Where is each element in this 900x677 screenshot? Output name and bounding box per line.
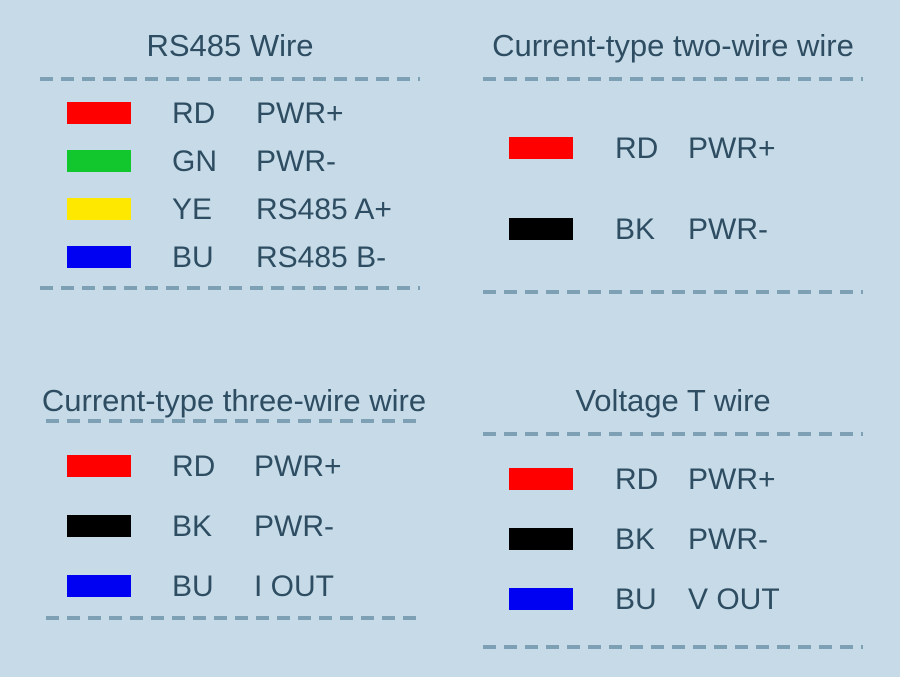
- wire-row: GN PWR-: [30, 137, 430, 185]
- dashed-divider-bottom: [483, 290, 863, 294]
- wire-color-code: RD: [172, 450, 216, 483]
- wire-color-code: BK: [615, 212, 656, 246]
- wire-signal-label: RS485 A+: [256, 193, 392, 226]
- panel-voltage-t-wire: Voltage T wire RD PWR+ BK PWR- BU V OUT: [473, 383, 873, 649]
- dashed-divider-bottom: [483, 645, 863, 649]
- wire-color-swatch: [67, 246, 131, 268]
- wire-color-swatch: [509, 136, 573, 159]
- wire-color-swatch: [67, 102, 131, 124]
- wire-color-swatch: [509, 588, 573, 610]
- wire-row: BU V OUT: [473, 569, 873, 629]
- wire-color-swatch: [67, 198, 131, 220]
- panel-rs485-wire: RS485 Wire RD PWR+ GN PWR- YE RS485 A+ B…: [30, 28, 430, 290]
- dashed-divider-bottom: [46, 616, 422, 620]
- wire-row: RD PWR+: [473, 107, 873, 188]
- wire-rows: RD PWR+ GN PWR- YE RS485 A+ BU RS485 B-: [30, 89, 430, 281]
- wire-row: BU RS485 B-: [30, 233, 430, 281]
- wire-color-code: YE: [172, 193, 213, 226]
- wire-color-code: RD: [615, 463, 659, 496]
- wire-color-swatch: [509, 217, 573, 240]
- wire-color-swatch: [509, 528, 573, 550]
- panel-current-three-wire: Current-type three-wire wire RD PWR+ BK …: [34, 383, 434, 620]
- dashed-divider-top: [483, 432, 863, 436]
- wire-signal-label: PWR+: [256, 97, 344, 130]
- wire-rows: RD PWR+ BK PWR- BU V OUT: [473, 449, 873, 629]
- wire-row: RD PWR+: [473, 449, 873, 509]
- dashed-divider-bottom: [40, 286, 420, 290]
- wire-color-code: BU: [172, 570, 214, 603]
- wire-color-swatch: [67, 575, 131, 597]
- wire-color-swatch: [67, 150, 131, 172]
- wire-color-code: BU: [615, 583, 657, 616]
- wire-row: YE RS485 A+: [30, 185, 430, 233]
- wire-signal-label: PWR+: [254, 450, 342, 483]
- wire-row: RD PWR+: [34, 436, 434, 496]
- wire-color-code: BK: [615, 523, 656, 556]
- wire-signal-label: RS485 B-: [256, 241, 387, 274]
- wire-signal-label: PWR+: [688, 131, 776, 165]
- wire-signal-label: PWR-: [688, 523, 768, 556]
- wire-signal-label: PWR+: [688, 463, 776, 496]
- wire-row: RD PWR+: [30, 89, 430, 137]
- wire-color-code: RD: [615, 131, 659, 165]
- panel-current-two-wire: Current-type two-wire wire RD PWR+ BK PW…: [473, 28, 873, 294]
- wire-row: BK PWR-: [473, 188, 873, 269]
- wire-color-swatch: [67, 455, 131, 477]
- panel-title: Voltage T wire: [575, 383, 771, 418]
- wire-row: BK PWR-: [473, 509, 873, 569]
- wire-signal-label: PWR-: [254, 510, 334, 543]
- wire-color-code: GN: [172, 145, 217, 178]
- wire-color-swatch: [509, 468, 573, 490]
- panel-title: RS485 Wire: [146, 28, 314, 63]
- dashed-divider-top: [46, 419, 422, 423]
- wire-signal-label: I OUT: [254, 570, 334, 603]
- dashed-divider-top: [40, 77, 420, 81]
- panel-title: Current-type two-wire wire: [492, 28, 854, 63]
- wire-signal-label: V OUT: [688, 583, 780, 616]
- panel-title: Current-type three-wire wire: [41, 383, 427, 418]
- wire-signal-label: PWR-: [688, 212, 768, 246]
- dashed-divider-top: [483, 77, 863, 81]
- wire-rows: RD PWR+ BK PWR-: [473, 107, 873, 269]
- wire-color-code: RD: [172, 97, 216, 130]
- wire-color-code: BK: [172, 510, 213, 543]
- wire-rows: RD PWR+ BK PWR- BU I OUT: [34, 436, 434, 616]
- wire-signal-label: PWR-: [256, 145, 336, 178]
- wire-row: BK PWR-: [34, 496, 434, 556]
- wire-color-swatch: [67, 515, 131, 537]
- wire-color-code: BU: [172, 241, 214, 274]
- wire-row: BU I OUT: [34, 556, 434, 616]
